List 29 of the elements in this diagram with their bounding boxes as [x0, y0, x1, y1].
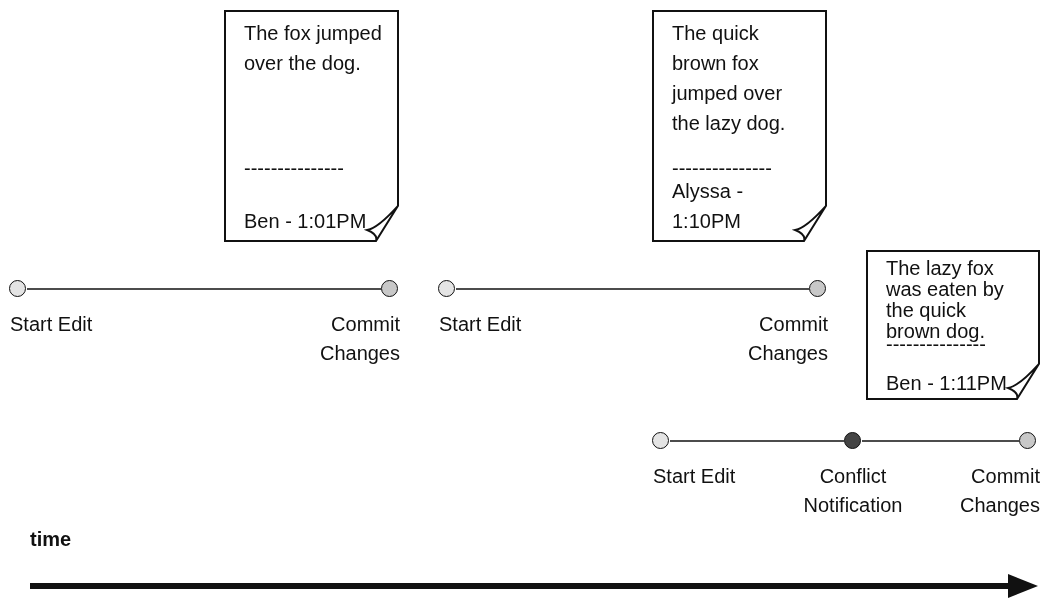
author-timestamp: Ben - 1:11PM: [886, 373, 1008, 394]
event-label: Start Edit: [10, 312, 94, 337]
timeline-line: [455, 288, 810, 290]
event-label: Commit Changes: [746, 312, 828, 366]
note-card: [866, 250, 1040, 400]
timeline-line: [861, 440, 1020, 442]
author-timestamp: Alyssa - 1:10PM: [672, 179, 745, 234]
author-timestamp: Ben - 1:01PM: [244, 209, 368, 234]
event-label: Conflict Notification: [802, 464, 904, 518]
event-circle: [438, 280, 455, 297]
note-text: The quick brown fox jumped over the lazy dog.: [672, 21, 787, 136]
timeline-line: [26, 288, 382, 290]
note-text: The fox jumped over the dog.: [244, 21, 383, 76]
event-label: Commit Changes: [958, 464, 1040, 518]
axis-label: time: [30, 527, 72, 552]
event-label: Start Edit: [439, 312, 523, 337]
event-circle: [652, 432, 669, 449]
event-circle: [844, 432, 861, 449]
event-label: Commit Changes: [318, 312, 400, 366]
note-card: [652, 10, 827, 242]
event-label: Start Edit: [653, 464, 737, 489]
separator-line-text: ---------------: [244, 160, 345, 176]
event-circle: [1019, 432, 1036, 449]
event-circle: [809, 280, 826, 297]
timeline-line: [669, 440, 845, 442]
note-card: [224, 10, 399, 242]
separator-line-text: ---------------: [672, 160, 773, 176]
event-circle: [381, 280, 398, 297]
event-circle: [9, 280, 26, 297]
